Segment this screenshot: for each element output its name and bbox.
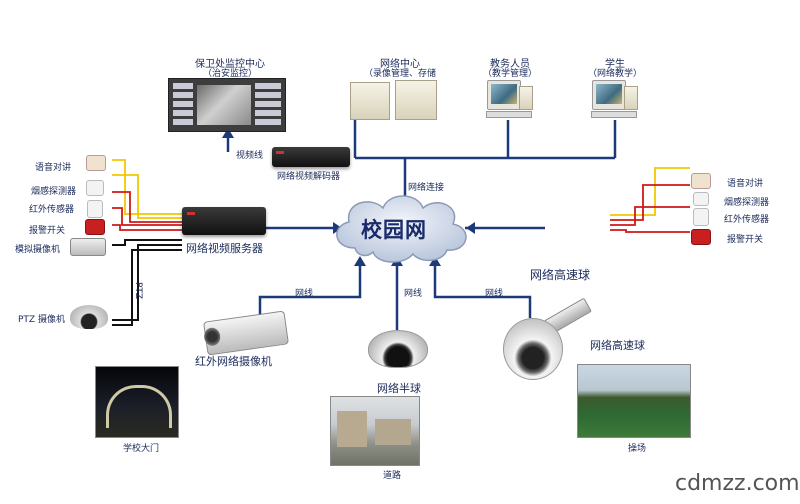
ptz-vertical-label: PTZ: [133, 282, 143, 300]
video-line-label: 视频线: [236, 151, 264, 161]
wire-label-right: 网线: [485, 289, 504, 299]
ptz-camera-label: PTZ 摄像机: [18, 315, 65, 325]
right-sensor-label-2: 红外传感器: [724, 215, 770, 225]
road-photo: [330, 396, 420, 466]
network-center-title: 网络中心: [380, 59, 420, 70]
alarm-switch-icon: [85, 219, 105, 235]
left-sensor-label-2: 红外传感器: [29, 205, 75, 215]
left-sensor-label-0: 语音对讲: [35, 163, 72, 173]
analog-camera-icon: [70, 238, 106, 256]
dome-camera-icon: [368, 330, 428, 368]
school-gate-label: 学校大门: [123, 444, 160, 454]
speed-dome-top-label: 网络高速球: [530, 268, 591, 282]
right-sensor-label-1: 烟感探测器: [724, 198, 770, 208]
video-server-icon: [182, 207, 266, 235]
video-decoder-icon: [272, 147, 350, 167]
smoke-detector-icon: [86, 180, 104, 196]
teacher-pc-tower: [519, 86, 533, 110]
analog-camera-label: 模拟摄像机: [15, 245, 61, 255]
school-gate-photo: [95, 366, 179, 438]
right-sensor-label-0: 语音对讲: [727, 179, 764, 189]
speed-dome-label: 网络高速球: [590, 339, 645, 352]
server-icon-2: [395, 80, 437, 120]
monitor-wall-icon: [168, 78, 286, 132]
ir-camera-label: 红外网络摄像机: [195, 355, 272, 368]
wire-label-left: 网线: [295, 289, 314, 299]
students-subtitle: （网络教学）: [587, 69, 642, 79]
ptz-camera-icon: [70, 305, 108, 329]
teachers-subtitle: （教学管理）: [482, 69, 537, 79]
decoder-label: 网络视频解码器: [277, 172, 341, 182]
playground-label: 操场: [628, 444, 647, 454]
student-pc-tower: [624, 86, 638, 110]
video-server-label: 网络视频服务器: [186, 242, 263, 255]
speed-dome-icon: [503, 318, 563, 380]
teachers-title: 教务人员: [490, 59, 530, 70]
server-icon: [350, 82, 390, 120]
left-sensor-label-3: 报警开关: [29, 226, 66, 236]
playground-photo: [577, 364, 691, 438]
right-smoke-detector-icon: [693, 192, 709, 206]
intercom-icon: [86, 155, 106, 171]
left-sensor-label-1: 烟感探测器: [31, 187, 77, 197]
right-infrared-sensor-icon: [693, 208, 709, 226]
wire-label-mid: 网线: [404, 289, 423, 299]
student-pc-icon: [592, 80, 626, 110]
right-intercom-icon: [691, 173, 711, 189]
road-label: 道路: [383, 471, 402, 481]
right-sensor-label-3: 报警开关: [727, 235, 764, 245]
keyboard-icon-2: [591, 111, 637, 118]
network-link-label: 网络连接: [408, 183, 445, 193]
dome-camera-label: 网络半球: [377, 382, 421, 395]
security-center-title: 保卫处监控中心: [195, 59, 265, 70]
network-center-subtitle: （录像管理、存储: [363, 69, 436, 79]
infrared-sensor-icon: [87, 200, 103, 218]
keyboard-icon: [486, 111, 532, 118]
security-center-subtitle: （治安监控）: [202, 69, 257, 79]
watermark: cdmzz.com: [675, 471, 800, 496]
students-title: 学生: [605, 59, 625, 70]
cloud-label: 校园网: [361, 218, 427, 242]
right-alarm-switch-icon: [691, 229, 711, 245]
teacher-pc-icon: [487, 80, 521, 110]
campus-network-cloud: [336, 195, 467, 263]
